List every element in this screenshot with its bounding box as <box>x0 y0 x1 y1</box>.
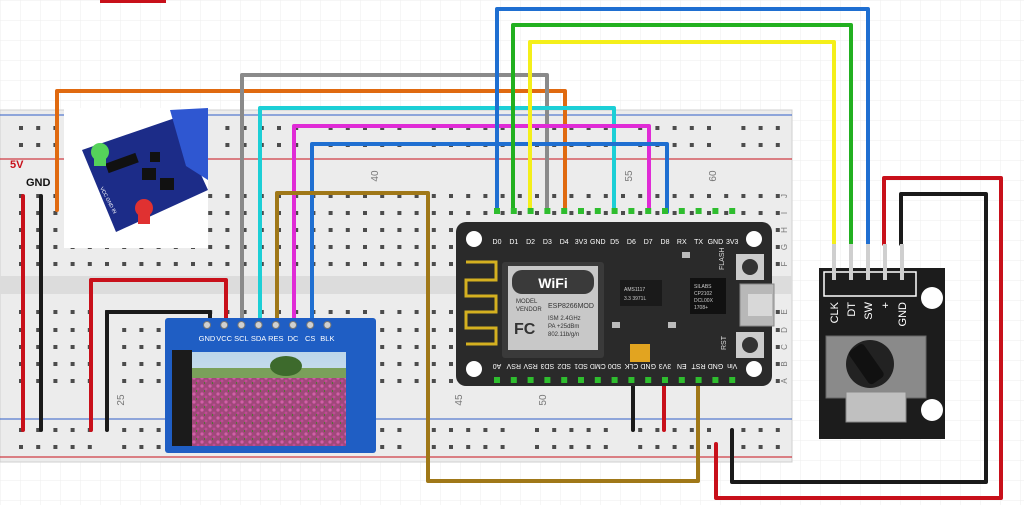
wire-black-encoder-gnd <box>730 192 988 484</box>
fc-logo: FC <box>514 321 536 338</box>
tft-pin-label: VCC <box>216 334 232 343</box>
nodemcu-bottom-pin-label: SD0 <box>608 362 622 369</box>
wire-brown-tft-dc-rst <box>275 191 700 483</box>
wire-yellow-d2-sw <box>528 40 836 246</box>
row-letter: E <box>780 309 789 314</box>
column-number: 45 <box>454 394 465 406</box>
wire-magenta-tft-res-d7 <box>292 124 651 326</box>
breadboard-row-letters: J I H G F E D C B A <box>780 194 789 384</box>
row-letter: J <box>780 194 789 198</box>
nodemcu-bottom-pin-label: RSV <box>506 362 521 369</box>
wire-red-rail-tft-vcc <box>89 278 228 432</box>
label-gnd: GND <box>26 177 51 189</box>
usb-chip-text-4: 1708+ <box>694 305 708 311</box>
relay-module: VCC GND IN <box>64 108 208 248</box>
nodemcu-top-pin-label: D8 <box>661 239 670 246</box>
row-letter: F <box>780 261 789 266</box>
nodemcu-top-pin-label: D5 <box>610 239 619 246</box>
nodemcu-top-pin-label: D3 <box>543 239 552 246</box>
row-letter: I <box>780 212 789 214</box>
nodemcu-bottom-pin-label: A0 <box>493 362 502 369</box>
nodemcu-top-pin-label: GND <box>590 239 606 246</box>
nodemcu-bottom-pin-label: 3V3 <box>659 362 672 369</box>
nodemcu-top-pin-label: RX <box>677 239 687 246</box>
column-number: 25 <box>116 394 127 406</box>
encoder-pin-label: CLK <box>829 301 841 323</box>
row-letter: G <box>780 244 789 250</box>
wire-red-encoder-plus <box>714 176 1003 500</box>
module-spec-pa: PA +25dBm <box>548 324 579 330</box>
tft-pin-label: BLK <box>320 334 334 343</box>
usb-chip-text-1: SILABS <box>694 284 712 290</box>
wire-orange-relay-d4 <box>55 89 567 214</box>
encoder-pin-label: + <box>880 302 892 308</box>
nodemcu-bottom-pin-label: GND <box>640 362 656 369</box>
column-number: 55 <box>624 170 635 182</box>
nodemcu-top-pin-label: D2 <box>526 239 535 246</box>
tft-pin-label: CS <box>305 334 315 343</box>
regulator-text-2: 3.3 3971L <box>624 296 646 302</box>
row-letter: B <box>780 361 789 366</box>
top-red-mark <box>100 0 166 3</box>
nodemcu-top-pin-label: 3V3 <box>575 239 588 246</box>
rst-button-icon <box>742 337 758 353</box>
nodemcu-bottom-pin-label: CMD <box>590 362 606 369</box>
nodemcu-top-pin-label: 3V3 <box>726 239 739 246</box>
wifi-logo: WiFi <box>538 275 567 291</box>
row-letter: D <box>780 327 789 333</box>
wire-blue-tft-cs-d8 <box>310 142 669 326</box>
column-number: 40 <box>370 170 381 182</box>
tft-pin-label: RES <box>268 334 283 343</box>
tft-pin-label: SDA <box>251 334 266 343</box>
encoder-pin-label: DT <box>846 302 858 317</box>
flash-label: FLASH <box>719 247 726 270</box>
nodemcu-bottom-pin-label: SD2 <box>557 362 571 369</box>
nodemcu-bottom-pin-label: SD3 <box>540 362 554 369</box>
nodemcu-top-pin-label: TX <box>694 239 703 246</box>
module-name: ESP8266MOD <box>548 303 594 310</box>
breadboard-column-numbers: 25 40 45 50 55 60 <box>116 170 719 406</box>
nodemcu-bottom-pin-label: RSV <box>523 362 538 369</box>
nodemcu-top-pin-label: D1 <box>509 239 518 246</box>
nodemcu-bottom-pin-label: CLK <box>624 362 638 369</box>
nodemcu-bottom-pin-label: RST <box>691 362 706 369</box>
wire-blue-d0-clk <box>495 7 870 246</box>
usb-chip-text-3: DCL00X <box>694 298 714 304</box>
module-text-model: MODEL <box>516 299 538 305</box>
encoder-pin-label: SW <box>863 301 875 319</box>
column-number: 60 <box>708 170 719 182</box>
nodemcu-bottom-pin-label: EN <box>677 362 687 369</box>
rotary-encoder: CLK DT SW + GND <box>819 244 945 439</box>
nodemcu-bottom-pin-label: SD1 <box>574 362 588 369</box>
wire-cyan-tft-sda-d5 <box>258 106 616 326</box>
tft-pin-label: SCL <box>234 334 249 343</box>
nodemcu-top-pin-label: D7 <box>644 239 653 246</box>
tft-pin-label: GND <box>199 334 216 343</box>
nodemcu-top-pin-label: D6 <box>627 239 636 246</box>
module-text-vendor: VENDOR <box>516 307 542 313</box>
column-number: 50 <box>538 394 549 406</box>
flash-button-icon <box>742 259 758 275</box>
row-letter: A <box>780 378 789 384</box>
label-5v: 5V <box>10 159 24 171</box>
nodemcu-top-pin-label: D0 <box>493 239 502 246</box>
regulator-text-1: AMS1117 <box>624 287 645 293</box>
wires <box>21 7 1003 500</box>
nodemcu-top-pin-label: D4 <box>560 239 569 246</box>
tft-pin-label: DC <box>288 334 299 343</box>
nodemcu-bottom-pin-label: Vin <box>727 362 737 369</box>
wire-green-d1-dt <box>511 23 853 246</box>
nodemcu-top-pin-label: GND <box>708 239 724 246</box>
row-letter: H <box>780 227 789 233</box>
usb-chip-text-2: CP2102 <box>694 291 712 297</box>
module-spec-80211: 802.11b/g/n <box>548 332 579 338</box>
encoder-pin-label: GND <box>897 302 909 327</box>
rst-label: RST <box>721 335 728 350</box>
nodemcu-bottom-pin-label: GND <box>708 362 724 369</box>
module-spec-ism: ISM 2.4GHz <box>548 316 581 322</box>
row-letter: C <box>780 344 789 350</box>
